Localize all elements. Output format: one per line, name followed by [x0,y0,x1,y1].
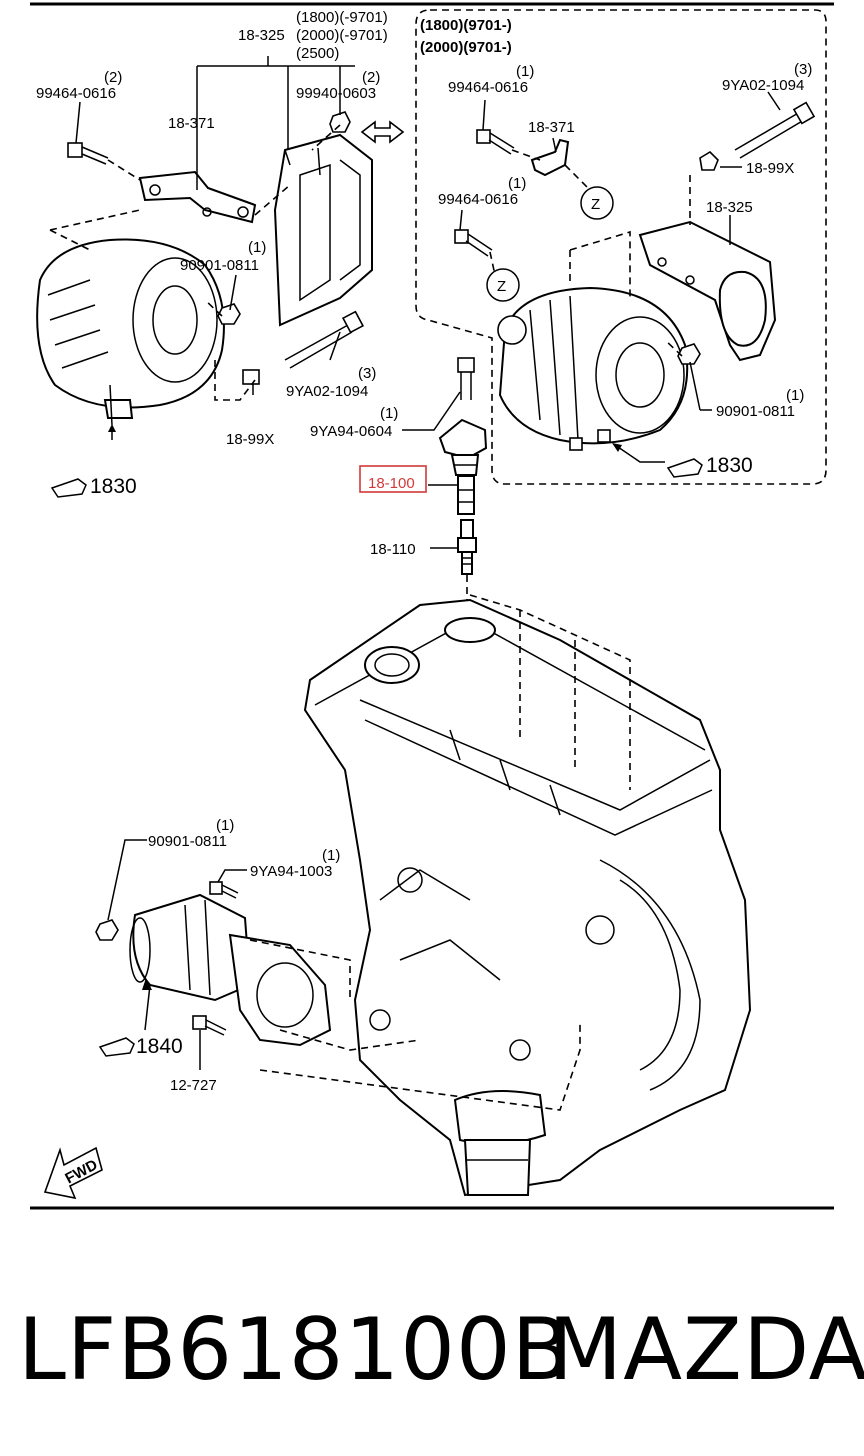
bolt-99464-inset-2 [454,229,493,257]
label-9ya02-left: 9YA02-1094 [286,383,368,400]
inset-heading-line-2: (2000)(9701-) [420,39,512,56]
nut-99940 [329,111,351,133]
label-90901-inset: 90901-0811 [716,403,795,420]
nut-90901-low [95,919,119,941]
variant-note-line-3: (2500) [296,45,339,62]
label-1830-left: 1830 [90,475,137,498]
label-9ya94-1003: 9YA94-1003 [250,863,332,880]
label-9ya94-0604: 9YA94-0604 [310,423,392,440]
label-18-371-inset: 18-371 [528,119,575,136]
bolt-12-727 [192,1015,227,1036]
label-99464-inset-2-qty: (1) [508,175,526,192]
variant-note-line-1: (1800)(-9701) [296,9,388,26]
clip-18-99x-inset [699,150,719,171]
label-9ya94-1003-qty: (1) [322,847,340,864]
label-9ya02-left-qty: (3) [358,365,376,382]
label-18-325-top: 18-325 [238,27,285,44]
spark-plug [457,519,477,575]
label-90901-low: 90901-0811 [148,833,227,850]
bracket-inset [530,138,570,177]
z-callout-label-2: Z [497,278,506,295]
nut-90901-inset [677,343,701,365]
starter-motor [129,893,332,1047]
cover-left [273,133,373,327]
alternator-inset [497,286,689,451]
alternator-left [36,238,225,426]
hand-pointer-icon-starter [98,1037,135,1057]
exchange-arrow [360,120,405,144]
label-99464-inset-1: 99464-0616 [448,79,528,96]
label-90901-low-qty: (1) [216,817,234,834]
bolt-9ya02-left [284,310,365,369]
cover-inset [638,220,777,362]
label-90901-left: 90901-0811 [180,257,259,274]
variant-note-line-2: (2000)(-9701) [296,27,388,44]
inset-region [415,9,827,485]
label-9ya02-inset-qty: (3) [794,61,812,78]
label-1840: 1840 [136,1035,183,1058]
highlight-box [359,465,427,493]
label-90901-inset-qty: (1) [786,387,804,404]
bolt-99464-left [67,142,109,165]
z-callout-circle-1 [580,186,614,220]
label-99464-left-qty: (2) [104,69,122,86]
label-9ya02-inset: 9YA02-1094 [722,77,804,94]
label-99464-inset-1-qty: (1) [516,63,534,80]
nut-90901-left [217,303,241,325]
part-number: LFB618100B [18,1300,572,1400]
fwd-arrow-icon [43,1146,103,1200]
label-99940-qty: (2) [362,69,380,86]
label-18-371-left: 18-371 [168,115,215,132]
label-18-99x-inset: 18-99X [746,160,794,177]
engine-block [303,598,752,1197]
label-90901-left-qty: (1) [248,239,266,256]
plug-boot [457,475,475,515]
bracket-left [138,170,257,224]
z-callout-label-1: Z [591,196,600,213]
z-callout-circle-2 [486,268,520,302]
label-99464-left: 99464-0616 [36,85,116,102]
label-18-100-highlighted: 18-100 [368,475,415,492]
label-12-727: 12-727 [170,1077,217,1094]
label-18-325-inset: 18-325 [706,199,753,216]
label-18-99x-left: 18-99X [226,431,274,448]
ignition-coil [438,418,488,476]
hand-pointer-icon-left [50,478,87,498]
bolt-99464-inset-1 [476,129,515,155]
brand-name: MAZDA [548,1300,864,1400]
bolt-9ya94-1003 [209,881,239,899]
coil-bolt [457,357,475,400]
label-99940: 99940-0603 [296,85,376,102]
clip-18-99x-left [242,369,260,385]
bolt-9ya02-inset [734,101,816,159]
parts-diagram: (1800)(9701-) (2000)(9701-) (1800)(-9701… [30,2,834,1210]
inset-heading-line-1: (1800)(9701-) [420,17,512,34]
label-18-110: 18-110 [370,541,416,558]
label-99464-inset-2: 99464-0616 [438,191,518,208]
label-1830-inset: 1830 [706,454,753,477]
label-9ya94-0604-qty: (1) [380,405,398,422]
hand-pointer-icon-inset [666,458,703,478]
